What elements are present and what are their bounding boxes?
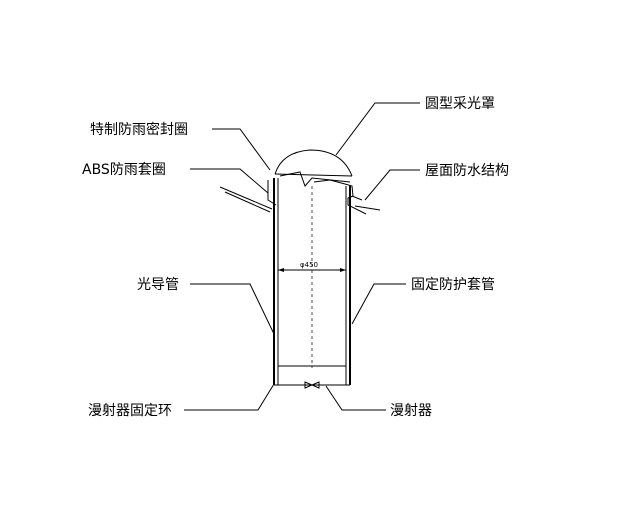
dome-label: 圆型采光罩 (425, 96, 495, 112)
leader-lines (184, 102, 420, 411)
sleeve-label: 固定防护套管 (411, 277, 495, 293)
diffuser-ring-label: 漫射器固定环 (88, 403, 172, 419)
seal-ring-label: 特制防雨密封圈 (90, 121, 188, 138)
diffuser-label: 漫射器 (390, 403, 432, 419)
roof-structure (313, 179, 381, 215)
abs-ring-label: ABS防雨套圈 (82, 162, 166, 178)
light-pipe-body (273, 178, 351, 385)
diameter-dimension: φ450 (278, 261, 346, 272)
dome-cover (274, 149, 353, 187)
abs-rain-ring (219, 180, 277, 213)
diffuser-body (274, 365, 350, 389)
diameter-label: φ450 (300, 261, 318, 269)
light-pipe-label: 光导管 (137, 277, 179, 293)
roof-label: 屋面防水结构 (425, 163, 509, 179)
